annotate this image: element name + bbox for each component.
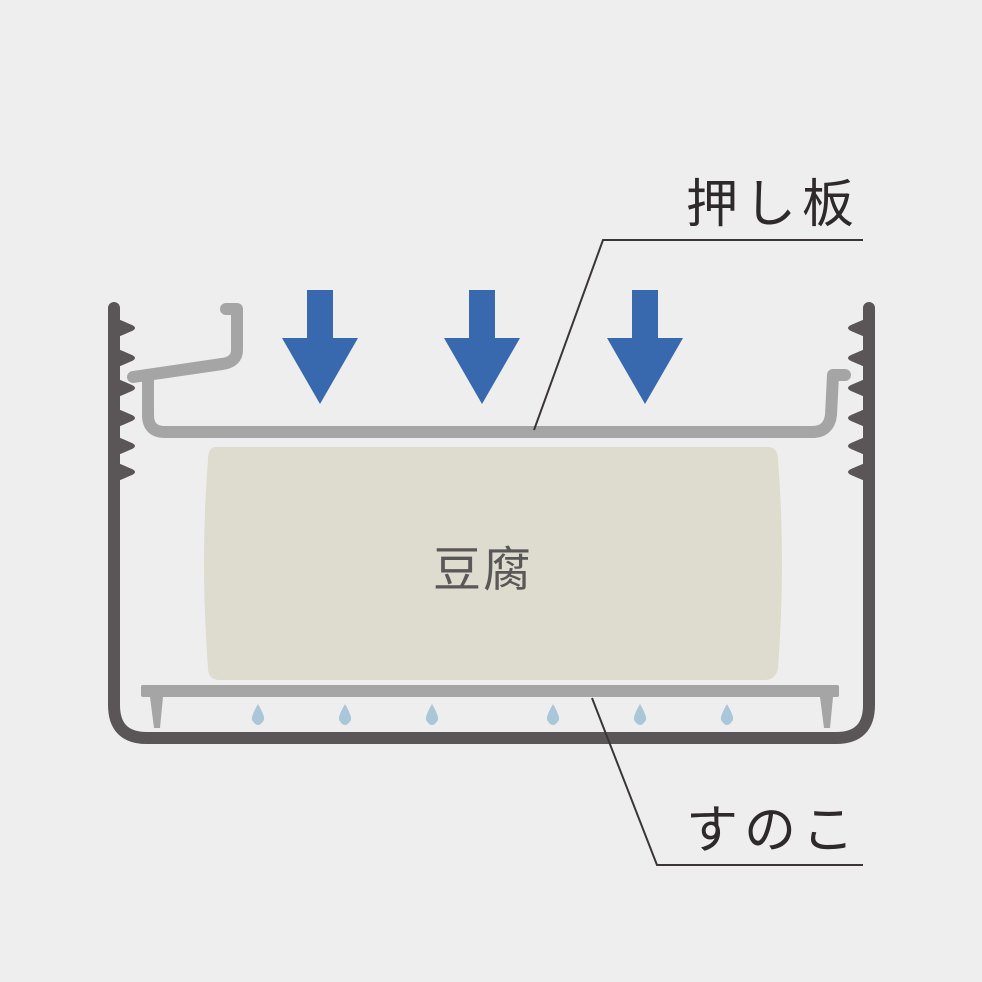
ridge (118, 379, 135, 397)
tofu-block (204, 447, 782, 680)
ridge (118, 319, 135, 337)
press-plate-label: 押し板 (686, 175, 861, 235)
water-drops (251, 704, 734, 725)
drain-mat-leader-line (591, 697, 863, 866)
ridge (118, 437, 135, 455)
water-drop-icon (633, 704, 647, 725)
drain-mat (141, 685, 839, 728)
water-drop-icon (546, 704, 560, 725)
press-plate (127, 303, 851, 438)
press-arrows (282, 290, 683, 404)
drain-mat-label: すのこ (686, 801, 861, 861)
water-drop-icon (425, 704, 439, 725)
ridge (848, 319, 865, 337)
ridge (848, 349, 865, 367)
down-arrow-icon (444, 290, 520, 404)
container (108, 302, 875, 744)
tofu-label: 豆腐 (432, 542, 533, 598)
water-drop-icon (251, 704, 265, 725)
ridge (118, 409, 135, 427)
water-drop-icon (720, 704, 734, 725)
ridge (118, 463, 135, 481)
ridge (848, 409, 865, 427)
down-arrow-icon (282, 290, 358, 404)
ridge (118, 349, 135, 367)
down-arrow-icon (607, 290, 683, 404)
ridge (848, 379, 865, 397)
ridge (848, 463, 865, 481)
ridge (848, 437, 865, 455)
water-drop-icon (338, 704, 352, 725)
container-ridges (118, 319, 865, 481)
press-plate-leader-line (533, 239, 863, 431)
